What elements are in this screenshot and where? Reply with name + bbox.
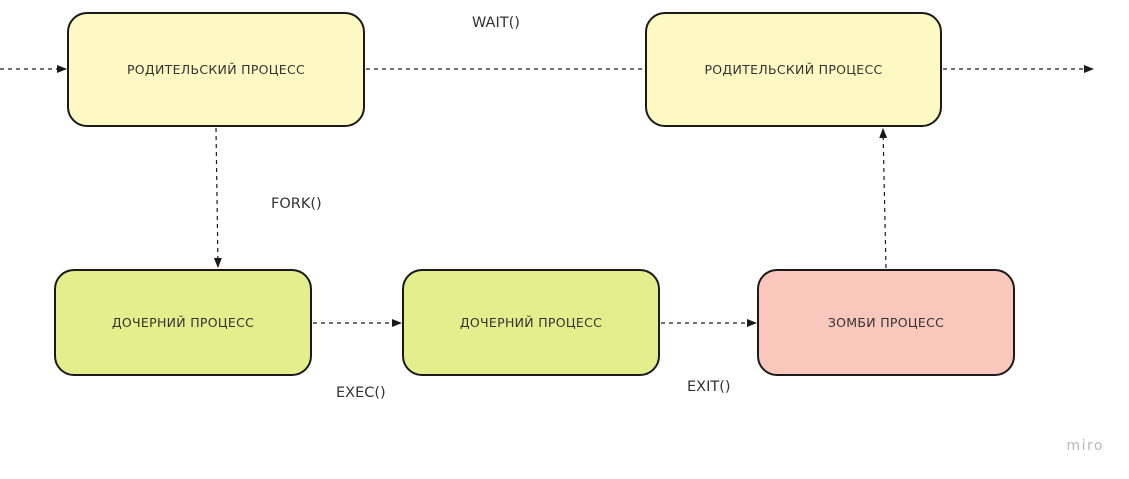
child-process-label: ДОЧЕРНИЙ ПРОЦЕСС <box>111 315 255 330</box>
parent-process-label: РОДИТЕЛЬСКИЙ ПРОЦЕСС <box>126 62 306 77</box>
zombie-process-node[interactable]: ЗОМБИ ПРОЦЕСС <box>757 269 1015 376</box>
exit-label: EXIT() <box>687 379 731 395</box>
zombie-to-parent-arrow <box>879 128 888 269</box>
exec-label: EXEC() <box>336 385 386 401</box>
child-process-node[interactable]: ДОЧЕРНИЙ ПРОЦЕСС <box>54 269 312 376</box>
parent-process-node[interactable]: РОДИТЕЛЬСКИЙ ПРОЦЕСС <box>67 12 365 127</box>
zombie-process-label: ЗОМБИ ПРОЦЕСС <box>827 315 945 330</box>
parent-process-wait-label: РОДИТЕЛЬСКИЙ ПРОЦЕСС <box>704 62 883 77</box>
child-process-exec-label: ДОЧЕРНИЙ ПРОЦЕСС <box>459 315 603 330</box>
miro-watermark: miro <box>1066 438 1104 454</box>
child-process-exec-node[interactable]: ДОЧЕРНИЙ ПРОЦЕСС <box>402 269 660 376</box>
parent-process-wait-node[interactable]: РОДИТЕЛЬСКИЙ ПРОЦЕСС <box>645 12 942 127</box>
fork-arrow <box>213 127 222 268</box>
fork-label: FORK() <box>271 196 322 212</box>
wait-label: WAIT() <box>472 15 520 31</box>
